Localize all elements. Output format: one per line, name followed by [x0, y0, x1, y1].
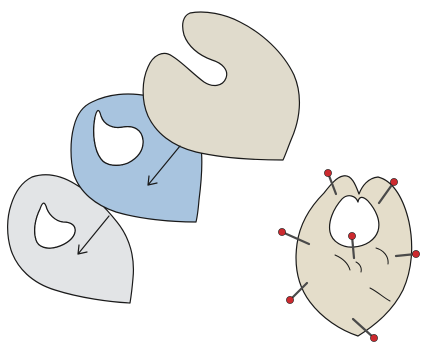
pin	[348, 232, 356, 260]
pin	[394, 250, 420, 258]
fold-line	[355, 261, 362, 273]
pins	[278, 169, 420, 342]
fold-line	[369, 287, 391, 302]
blue-piece-inner-hole	[93, 115, 144, 166]
fabric-fold-lines	[334, 247, 391, 302]
pin	[351, 317, 378, 342]
pin	[324, 169, 338, 196]
fold-line	[375, 247, 389, 265]
pin	[286, 281, 309, 304]
pin	[377, 178, 398, 205]
beige-pattern-piece	[142, 11, 301, 161]
arrow-blue-to-gray	[77, 215, 110, 255]
pin	[278, 228, 311, 246]
arrow-beige-to-blue	[147, 145, 181, 186]
gray-piece-inner-hole	[34, 205, 76, 249]
fold-line	[334, 254, 351, 271]
